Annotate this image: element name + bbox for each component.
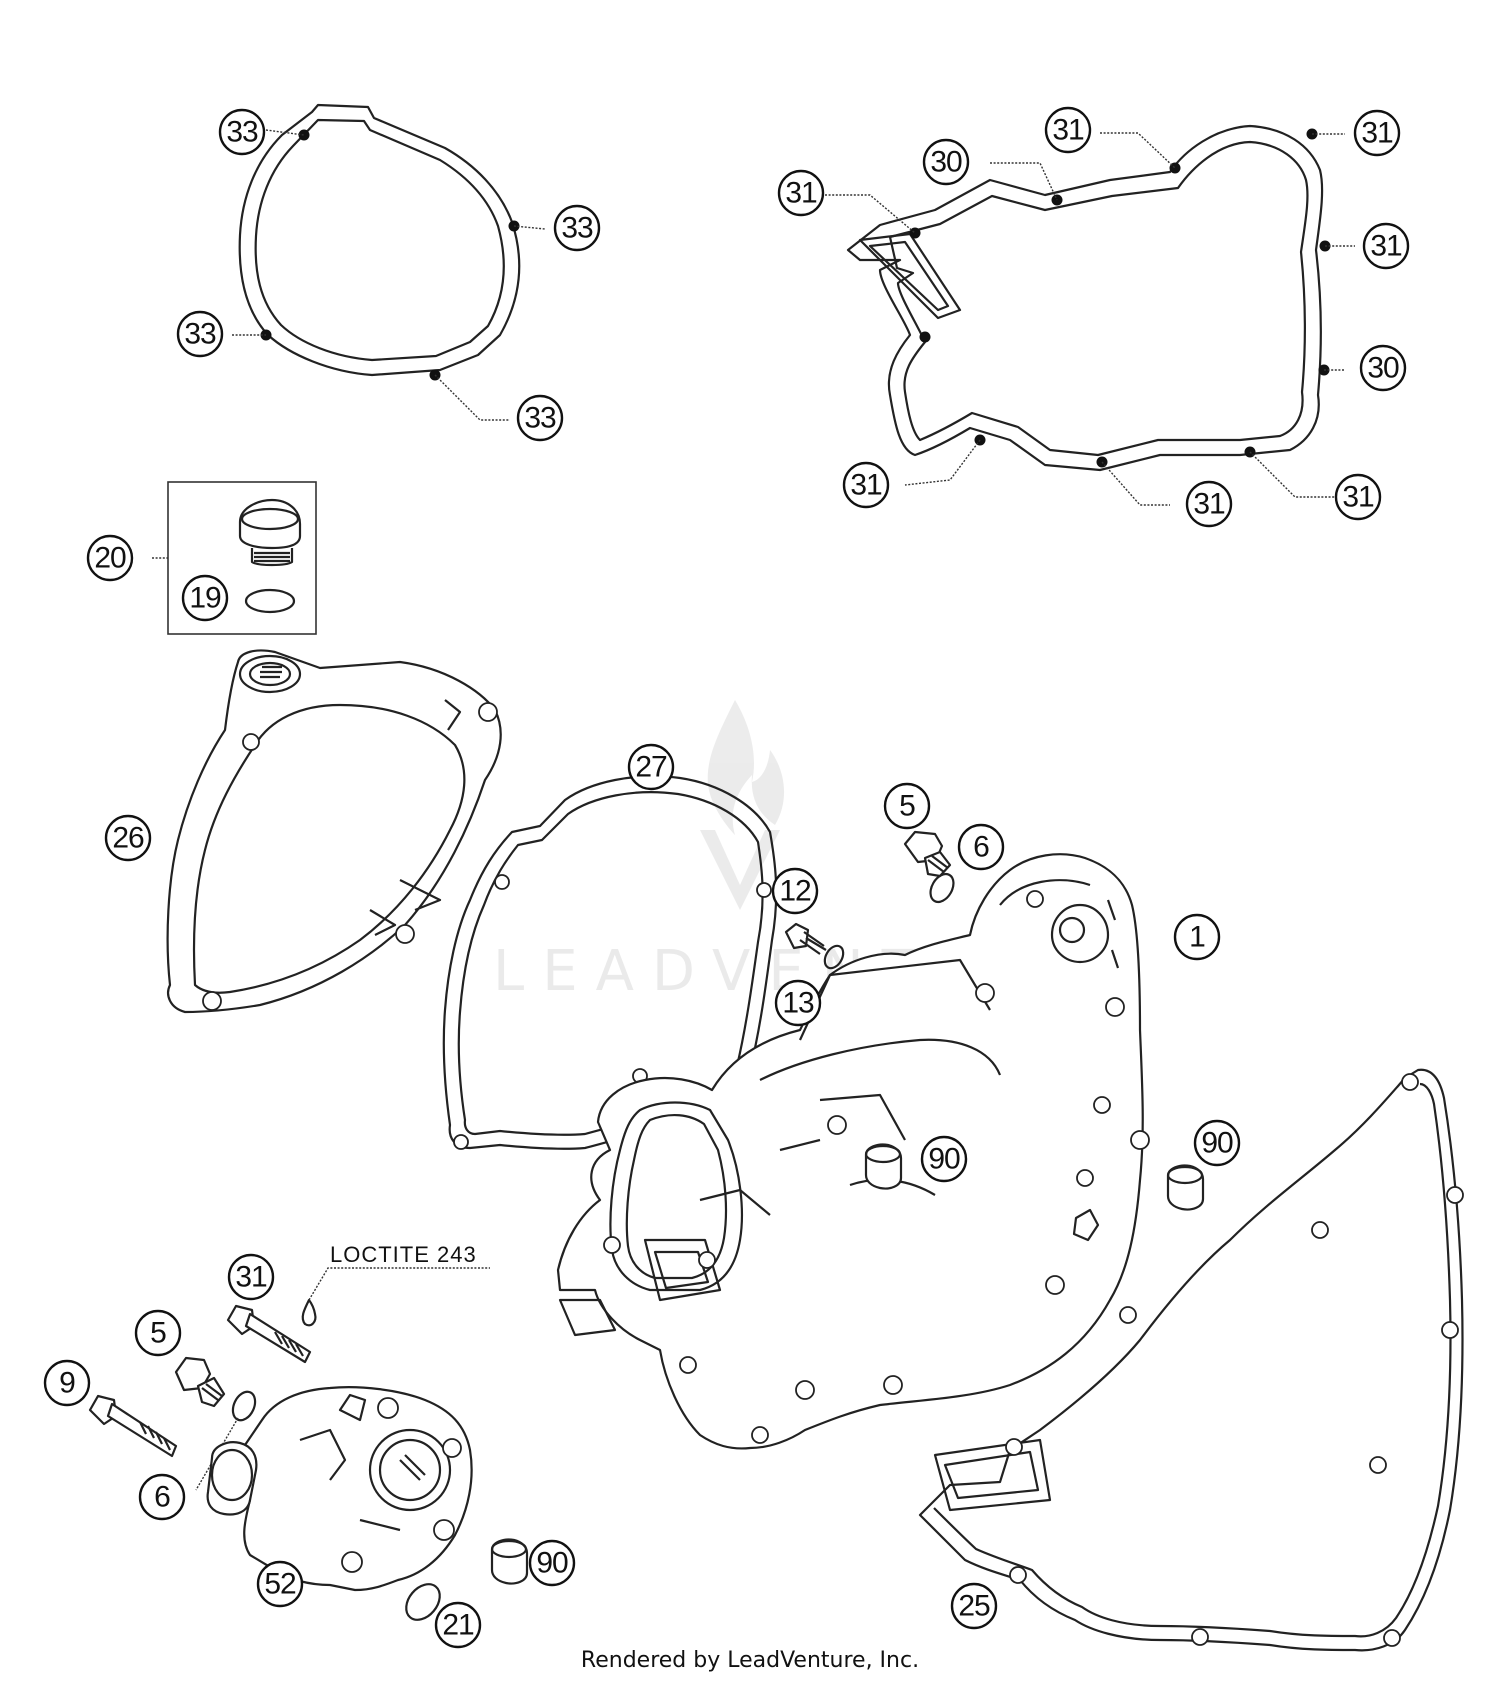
seal-ring-13 <box>823 944 845 970</box>
footer-credit: Rendered by LeadVenture, Inc. <box>580 1648 920 1673</box>
svg-text:33: 33 <box>184 318 216 351</box>
dowel-90-right <box>1166 1164 1205 1211</box>
svg-text:12: 12 <box>779 875 811 908</box>
loctite-drop <box>301 1298 317 1327</box>
watermark-v-icon <box>700 830 780 910</box>
o-ring-21 <box>405 1583 441 1621</box>
seal-ring-6-lower <box>195 1390 257 1491</box>
svg-text:31: 31 <box>1193 488 1225 521</box>
callout-25[interactable]: 25 <box>950 1582 998 1630</box>
watermark-flame-icon <box>707 700 785 835</box>
callout-33d[interactable]: 33 <box>516 394 564 442</box>
callout-6-upper[interactable]: 6 <box>957 823 1005 871</box>
svg-text:6: 6 <box>973 831 989 864</box>
callout-31b[interactable]: 31 <box>1353 109 1401 157</box>
bolt-31 <box>226 1304 312 1364</box>
callout-90-lower[interactable]: 90 <box>528 1539 576 1587</box>
callout-33a[interactable]: 33 <box>218 108 266 156</box>
svg-text:5: 5 <box>150 1317 166 1350</box>
svg-text:31: 31 <box>1052 114 1084 147</box>
svg-text:33: 33 <box>524 402 556 435</box>
svg-text:52: 52 <box>264 1568 296 1601</box>
oil-plug-kit-19-20 <box>152 481 317 635</box>
svg-text:26: 26 <box>112 822 144 855</box>
svg-text:31: 31 <box>1342 481 1374 514</box>
svg-text:30: 30 <box>930 146 962 179</box>
svg-text:5: 5 <box>899 790 915 823</box>
water-pump-cover-52 <box>206 1386 473 1592</box>
callout-12[interactable]: 12 <box>771 867 819 915</box>
svg-text:13: 13 <box>782 987 814 1020</box>
callout-33c[interactable]: 33 <box>176 310 224 358</box>
seal-ring-6-upper <box>929 872 955 904</box>
callout-31g[interactable]: 31 <box>1334 473 1382 521</box>
screw-plug-12 <box>784 922 827 955</box>
svg-text:31: 31 <box>235 1261 267 1294</box>
ignition-cover-26 <box>166 649 502 1014</box>
svg-text:27: 27 <box>635 751 667 784</box>
gasket-25 <box>918 1068 1464 1652</box>
svg-text:31: 31 <box>785 177 817 210</box>
callout-13[interactable]: 13 <box>774 979 822 1027</box>
bolt-9 <box>88 1394 178 1458</box>
loctite-note: LOCTITE 243 <box>330 1242 477 1267</box>
callout-21[interactable]: 21 <box>434 1601 482 1649</box>
dowel-90-center <box>864 1143 903 1190</box>
svg-text:33: 33 <box>561 212 593 245</box>
svg-text:25: 25 <box>958 1590 990 1623</box>
callout-31f[interactable]: 31 <box>1185 480 1233 528</box>
svg-text:1: 1 <box>1189 921 1205 954</box>
callout-6-lower[interactable]: 6 <box>138 1473 186 1521</box>
callout-31a[interactable]: 31 <box>1044 106 1092 154</box>
svg-text:31: 31 <box>850 469 882 502</box>
svg-text:33: 33 <box>226 116 258 149</box>
dowel-90-lower <box>490 1538 529 1585</box>
svg-text:20: 20 <box>94 542 126 575</box>
screw-plug-5-upper <box>903 830 952 878</box>
callout-31c[interactable]: 31 <box>777 169 825 217</box>
callout-31-bolt[interactable]: 31 <box>227 1253 275 1301</box>
svg-text:19: 19 <box>189 582 221 615</box>
svg-text:90: 90 <box>928 1143 960 1176</box>
callout-30a[interactable]: 30 <box>922 138 970 186</box>
svg-text:90: 90 <box>1201 1127 1233 1160</box>
svg-text:6: 6 <box>154 1481 170 1514</box>
callout-9[interactable]: 9 <box>43 1359 91 1407</box>
svg-text:21: 21 <box>442 1609 474 1642</box>
gasket-30-31 <box>825 124 1355 506</box>
callout-90-right[interactable]: 90 <box>1193 1119 1241 1167</box>
callout-5-lower[interactable]: 5 <box>134 1309 182 1357</box>
callout-33b[interactable]: 33 <box>553 204 601 252</box>
svg-text:90: 90 <box>536 1547 568 1580</box>
svg-text:30: 30 <box>1367 352 1399 385</box>
callout-52[interactable]: 52 <box>256 1560 304 1608</box>
gasket-33 <box>232 103 546 421</box>
callout-5-upper[interactable]: 5 <box>883 782 931 830</box>
callout-1[interactable]: 1 <box>1173 913 1221 961</box>
callout-31e[interactable]: 31 <box>842 461 890 509</box>
callout-30b[interactable]: 30 <box>1359 344 1407 392</box>
svg-text:31: 31 <box>1361 117 1393 150</box>
callout-26[interactable]: 26 <box>104 814 152 862</box>
callout-31d[interactable]: 31 <box>1362 222 1410 270</box>
screw-plug-5-lower <box>174 1356 226 1408</box>
callout-19[interactable]: 19 <box>181 574 229 622</box>
svg-text:31: 31 <box>1370 230 1402 263</box>
callout-27[interactable]: 27 <box>627 743 675 791</box>
callout-90-center[interactable]: 90 <box>920 1135 968 1183</box>
callout-20[interactable]: 20 <box>86 534 134 582</box>
svg-text:9: 9 <box>59 1367 75 1400</box>
loctite-leader <box>308 1267 490 1301</box>
